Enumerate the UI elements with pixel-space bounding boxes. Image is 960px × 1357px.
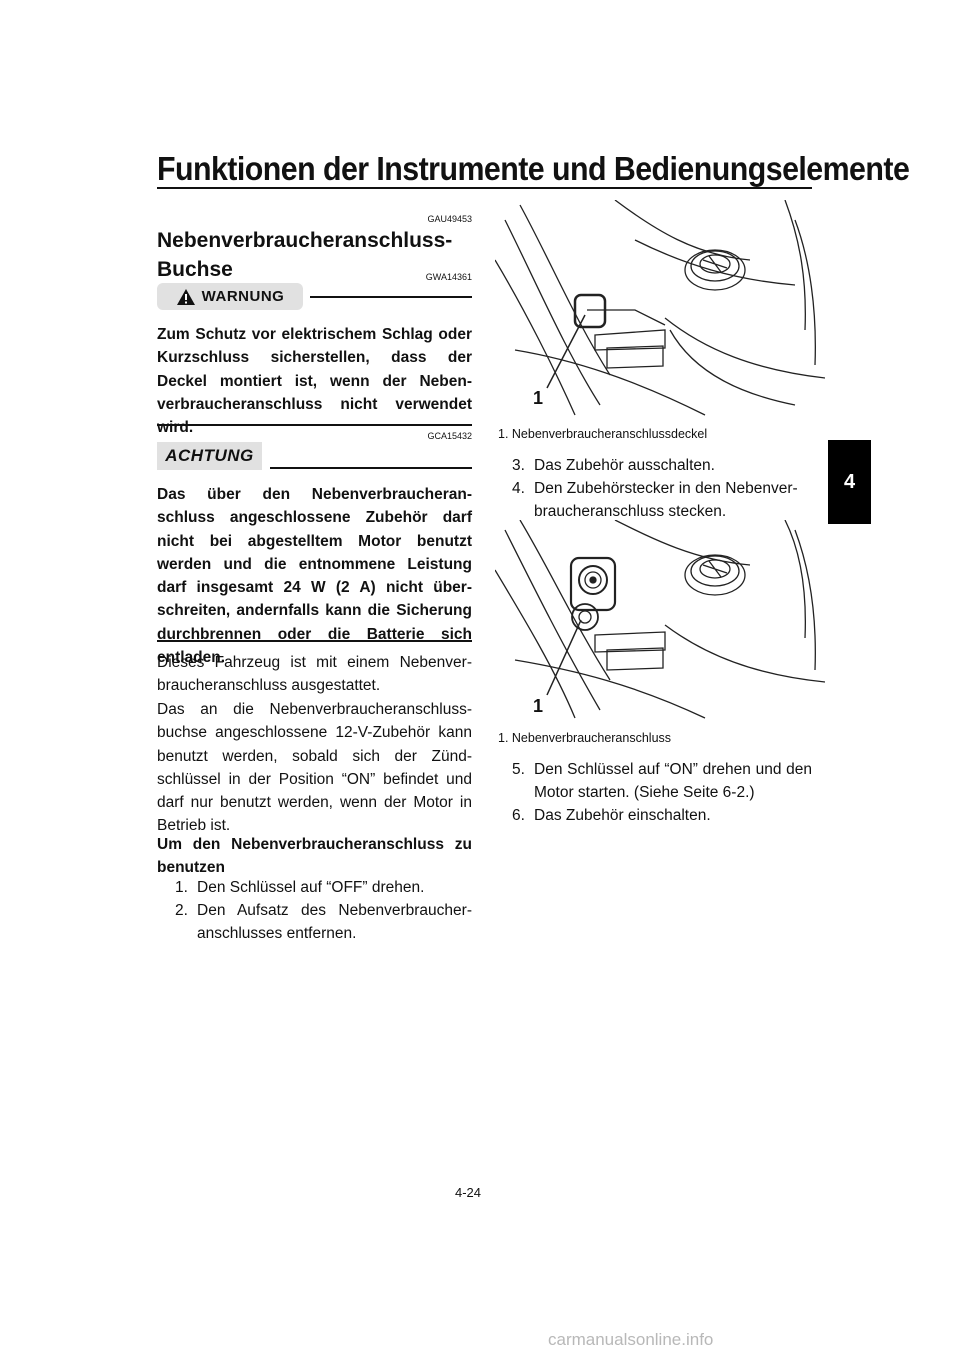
list-item: 1. Den Schlüssel auf “OFF” drehen.: [175, 876, 472, 899]
body-paragraph-1: Dieses Fahrzeug ist mit einem Nebenver­b…: [157, 654, 472, 695]
section-title: Nebenverbraucheranschluss- Buchse: [157, 226, 477, 284]
step-text: Das Zubehör einschalten.: [534, 807, 711, 824]
step-text: Den Schlüssel auf “ON” drehen und den Mo…: [534, 761, 812, 802]
warning-text: Zum Schutz vor elektrischem Schlag oder …: [157, 326, 472, 437]
step-number: 6.: [512, 807, 525, 824]
header-rule: [157, 187, 812, 189]
warning-rule-bottom: [157, 424, 472, 426]
warning-rule-top: [310, 296, 472, 298]
caution-rule-top: [270, 467, 472, 469]
section-code: GAU49453: [427, 214, 472, 224]
step-text: Den Aufsatz des Nebenverbraucher­anschlu…: [197, 902, 472, 943]
body-paragraph-2: Das an die Nebenverbraucheranschluss­buc…: [157, 701, 472, 835]
warning-label: WARNUNG: [201, 288, 285, 305]
warning-triangle-icon: [176, 288, 195, 305]
list-item: 2. Den Aufsatz des Nebenverbraucher­ansch…: [175, 899, 472, 946]
caution-badge: ACHTUNG: [157, 442, 262, 470]
list-item: 5. Den Schlüssel auf “ON” drehen und den …: [512, 758, 812, 805]
figure-1-callout: 1: [533, 388, 543, 408]
step-number: 1.: [175, 879, 188, 896]
list-item: 3. Das Zubehör ausschalten.: [512, 454, 812, 477]
figure-2-callout: 1: [533, 696, 543, 716]
figure-1-caption: 1. Nebenverbraucheranschlussdeckel: [498, 427, 708, 441]
page-number: 4-24: [455, 1185, 482, 1200]
list-item: 4. Den Zubehörstecker in den Nebenver­bra…: [512, 477, 812, 524]
caution-code: GCA15432: [427, 431, 472, 441]
step-number: 4.: [512, 480, 525, 497]
step-number: 3.: [512, 457, 525, 474]
section-title-line2: Buchse: [157, 258, 233, 281]
warning-code: GWA14361: [425, 272, 472, 282]
caution-text: Das über den Nebenverbraucheran­schluss …: [157, 486, 472, 667]
figure-1-illustration: 1: [495, 200, 825, 418]
figure-2-caption: 1. Nebenverbraucheranschluss: [498, 731, 672, 745]
step-text: Den Zubehörstecker in den Nebenver­brauc…: [534, 480, 798, 521]
section-title-line1: Nebenverbraucheranschluss-: [157, 229, 453, 252]
chapter-tab: 4: [828, 440, 871, 524]
step-text: Das Zubehör ausschalten.: [534, 457, 715, 474]
page-header-title: Funktionen der Instrumente und Bedienung…: [157, 150, 910, 187]
list-item: 6. Das Zubehör einschalten.: [512, 804, 812, 827]
subheading: Um den Nebenverbraucheranschluss zu benu…: [157, 836, 472, 877]
caution-rule-bottom: [157, 640, 472, 642]
warning-badge: WARNUNG: [157, 283, 303, 310]
watermark: carmanualsonline.info: [548, 1330, 714, 1349]
figure-2-illustration: 1: [495, 520, 825, 720]
step-number: 5.: [512, 761, 525, 778]
step-text: Den Schlüssel auf “OFF” drehen.: [197, 879, 425, 896]
step-number: 2.: [175, 902, 188, 919]
